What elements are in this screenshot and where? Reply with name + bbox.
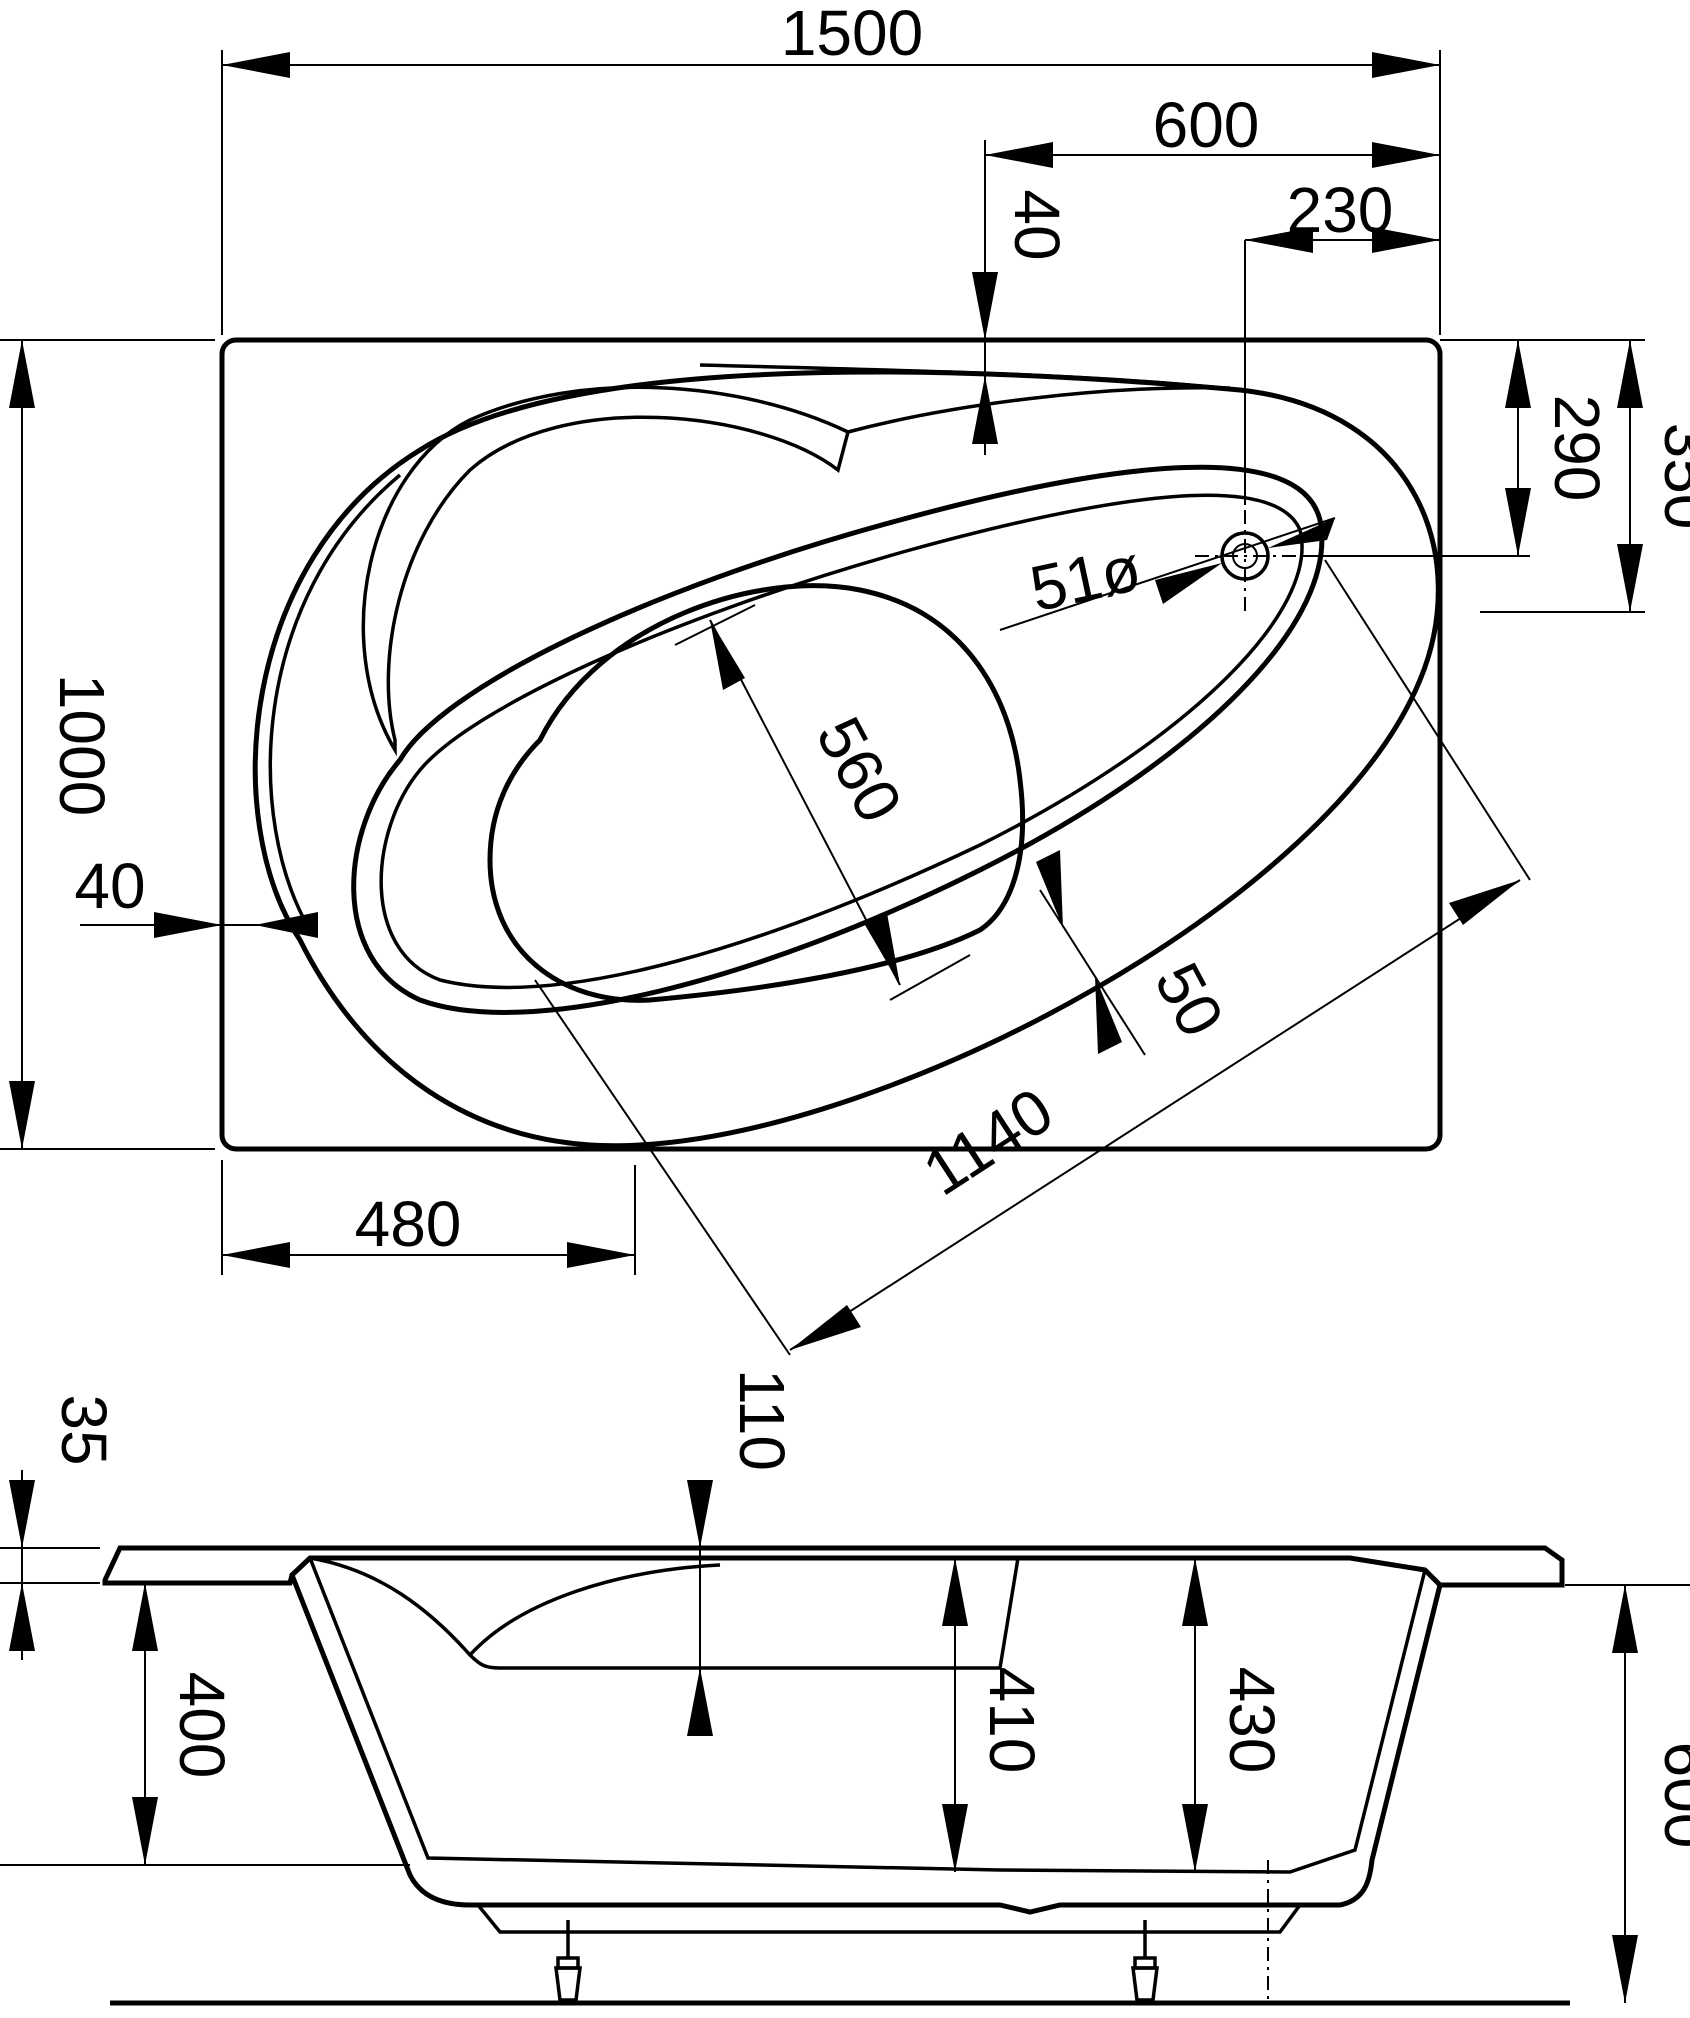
dim-290-label: 290 — [1541, 395, 1613, 502]
basin-inner-shape — [379, 493, 1304, 990]
dim-51-label: 51ø — [1024, 532, 1147, 625]
dim-230-label: 230 — [1287, 174, 1394, 246]
headrest-shape — [361, 385, 851, 757]
basin-outer-shape — [351, 464, 1325, 1015]
dim-1500-label: 1500 — [781, 0, 923, 69]
dim-430-label: 430 — [1216, 1667, 1288, 1774]
dim-350-label: 350 — [1651, 423, 1690, 530]
dim-600-height-label: 600 — [1651, 1742, 1690, 1849]
dim-40-left-label: 40 — [74, 850, 145, 922]
rim-profile — [102, 1545, 1565, 1588]
dim-480-label: 480 — [355, 1188, 462, 1260]
shell-outer — [289, 1574, 1443, 1915]
dim-50-label: 50 — [1141, 951, 1238, 1048]
dim-400-label: 400 — [166, 1672, 238, 1779]
foot-right — [1131, 1920, 1159, 2002]
rim-left-line — [268, 473, 402, 931]
dim-110-label: 110 — [726, 1369, 798, 1471]
headrest-profile — [309, 1556, 1020, 1670]
rim-outer-shape — [252, 369, 1441, 1149]
top-view: 1500 600 230 40 290 350 — [0, 0, 1690, 1356]
dim-40-top-label: 40 — [1001, 189, 1073, 260]
headrest-slope — [847, 385, 1231, 434]
dim-560-label: 560 — [803, 706, 917, 834]
headrest-top-line — [699, 363, 1221, 390]
base-platform — [476, 1903, 1302, 1934]
headrest-profile-inner — [468, 1563, 721, 1657]
dim-1000-label: 1000 — [46, 674, 118, 816]
foot-left — [554, 1920, 582, 2002]
dim-600-label: 600 — [1153, 89, 1260, 161]
side-view: 35 110 400 410 430 600 — [0, 1369, 1690, 2006]
backrest-ellipse — [487, 583, 1026, 1003]
dim-1140-label: 1140 — [911, 1074, 1066, 1209]
dim-35-label: 35 — [48, 1394, 120, 1465]
shell-inner — [308, 1557, 1427, 1874]
tub-outline-rect — [219, 337, 1443, 1152]
dim-410-label: 410 — [976, 1667, 1048, 1774]
